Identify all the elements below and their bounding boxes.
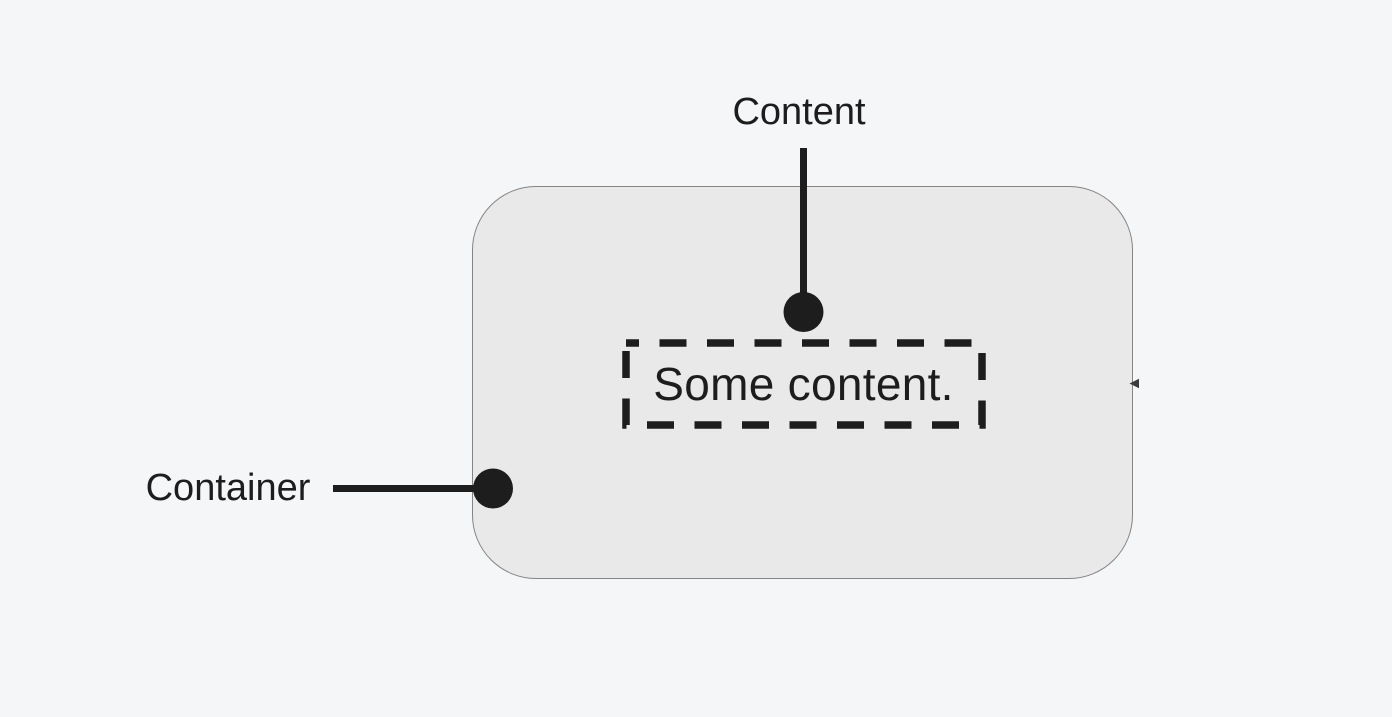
container-label: Container: [145, 467, 311, 509]
content-text: Some content.: [653, 357, 954, 410]
content-label: Content: [732, 91, 866, 133]
